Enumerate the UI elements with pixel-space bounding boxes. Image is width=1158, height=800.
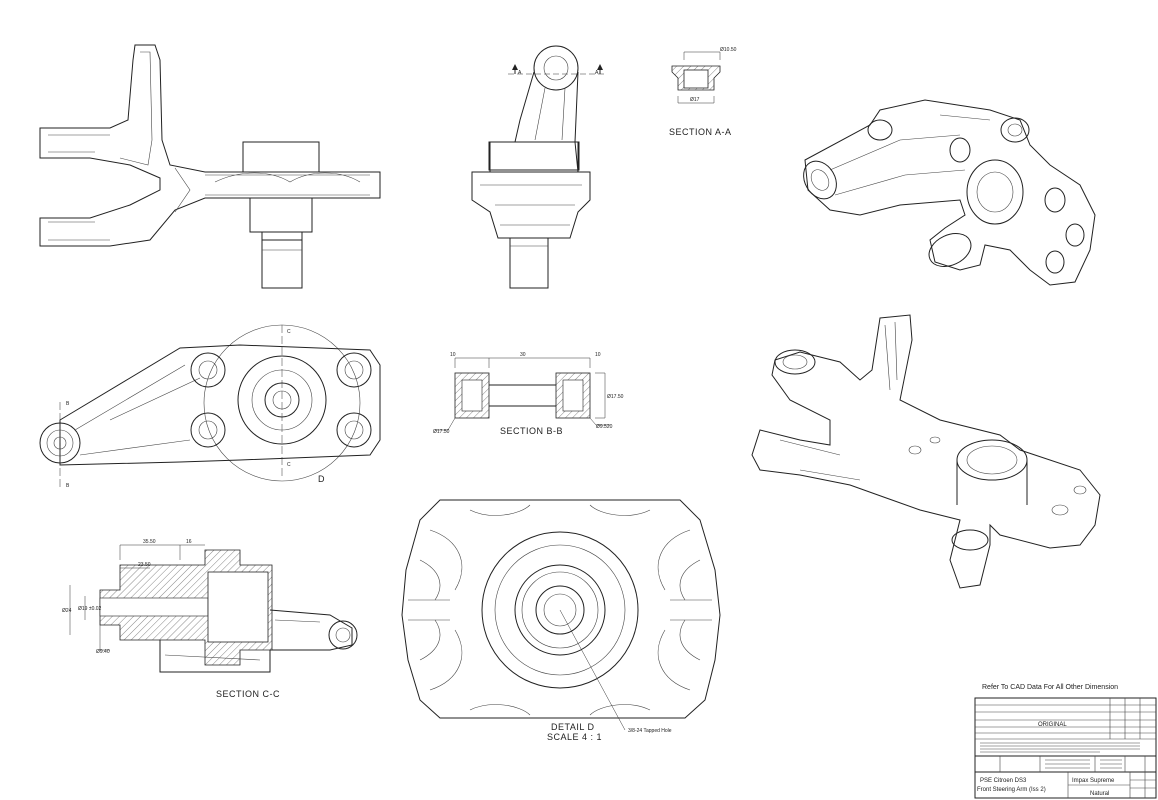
part-title-line1: PSE Citroen DS3 <box>980 778 1027 784</box>
section-cc: 35.50 16 23.50 Ø24 Ø19 ±0.02 Ø9.40 SECTI… <box>62 539 358 699</box>
section-aa-label: SECTION A-A <box>669 127 732 137</box>
detail-d-note: 3/8-24 Tapped Hole <box>628 728 672 734</box>
section-bb-label: SECTION B-B <box>500 426 563 436</box>
company-name: Impax Supreme <box>1072 778 1115 784</box>
part-title-line2: Front Steering Arm (Iss 2) <box>977 787 1046 793</box>
side-view: A A <box>471 45 604 289</box>
cc-len-2: 16 <box>186 539 192 545</box>
cut-label-a-left: A <box>518 70 522 76</box>
isometric-view-bottom <box>751 314 1101 589</box>
section-bb: 10 30 10 Ø17.50 Ø17.50 Ø9.520 SECTION B-… <box>433 352 624 436</box>
cut-label-c-bottom: C <box>287 462 291 468</box>
cut-label-b-bottom: B <box>66 483 70 489</box>
cut-label-b-top: B <box>66 401 70 407</box>
front-view <box>39 44 381 289</box>
cc-dia-3: Ø9.40 <box>96 649 110 655</box>
title-block: ORIGINAL PSE Citroen DS3 Front Steering … <box>974 697 1157 799</box>
aa-bottom-dia: Ø17 <box>690 97 700 103</box>
cad-reference-note: Refer To CAD Data For All Other Dimensio… <box>982 684 1118 691</box>
bb-right-len: 10 <box>595 352 601 358</box>
detail-d-scale: SCALE 4 : 1 <box>547 732 602 742</box>
detail-d-label: DETAIL D <box>551 722 595 732</box>
cut-label-a-right: A <box>595 70 599 76</box>
bb-left-len: 10 <box>450 352 456 358</box>
original-label: ORIGINAL <box>1038 722 1067 728</box>
cc-len-1: 35.50 <box>143 539 156 545</box>
cc-len-3: 23.50 <box>138 562 151 568</box>
section-aa: Ø10.50 Ø17 SECTION A-A <box>669 47 737 137</box>
cc-dia-2: Ø19 ±0.02 <box>78 606 102 612</box>
detail-d: 3/8-24 Tapped Hole DETAIL D SCALE 4 : 1 <box>401 499 721 742</box>
bb-left-bottom-dia: Ø17.50 <box>433 429 450 435</box>
aa-top-dia: Ø10.50 <box>720 47 737 53</box>
bb-right-dia: Ø17.50 <box>607 394 624 400</box>
isometric-view-top <box>803 99 1096 286</box>
top-view: C C B B D <box>39 324 381 490</box>
bb-mid-len: 30 <box>520 352 526 358</box>
section-cc-label: SECTION C-C <box>216 689 280 699</box>
finish-label: Natural <box>1090 791 1109 797</box>
cc-dia-1: Ø24 <box>62 608 72 614</box>
cut-label-c-top: C <box>287 329 291 335</box>
bb-right-bottom-dia: Ø9.520 <box>596 424 613 430</box>
detail-marker-d: D <box>318 474 325 484</box>
